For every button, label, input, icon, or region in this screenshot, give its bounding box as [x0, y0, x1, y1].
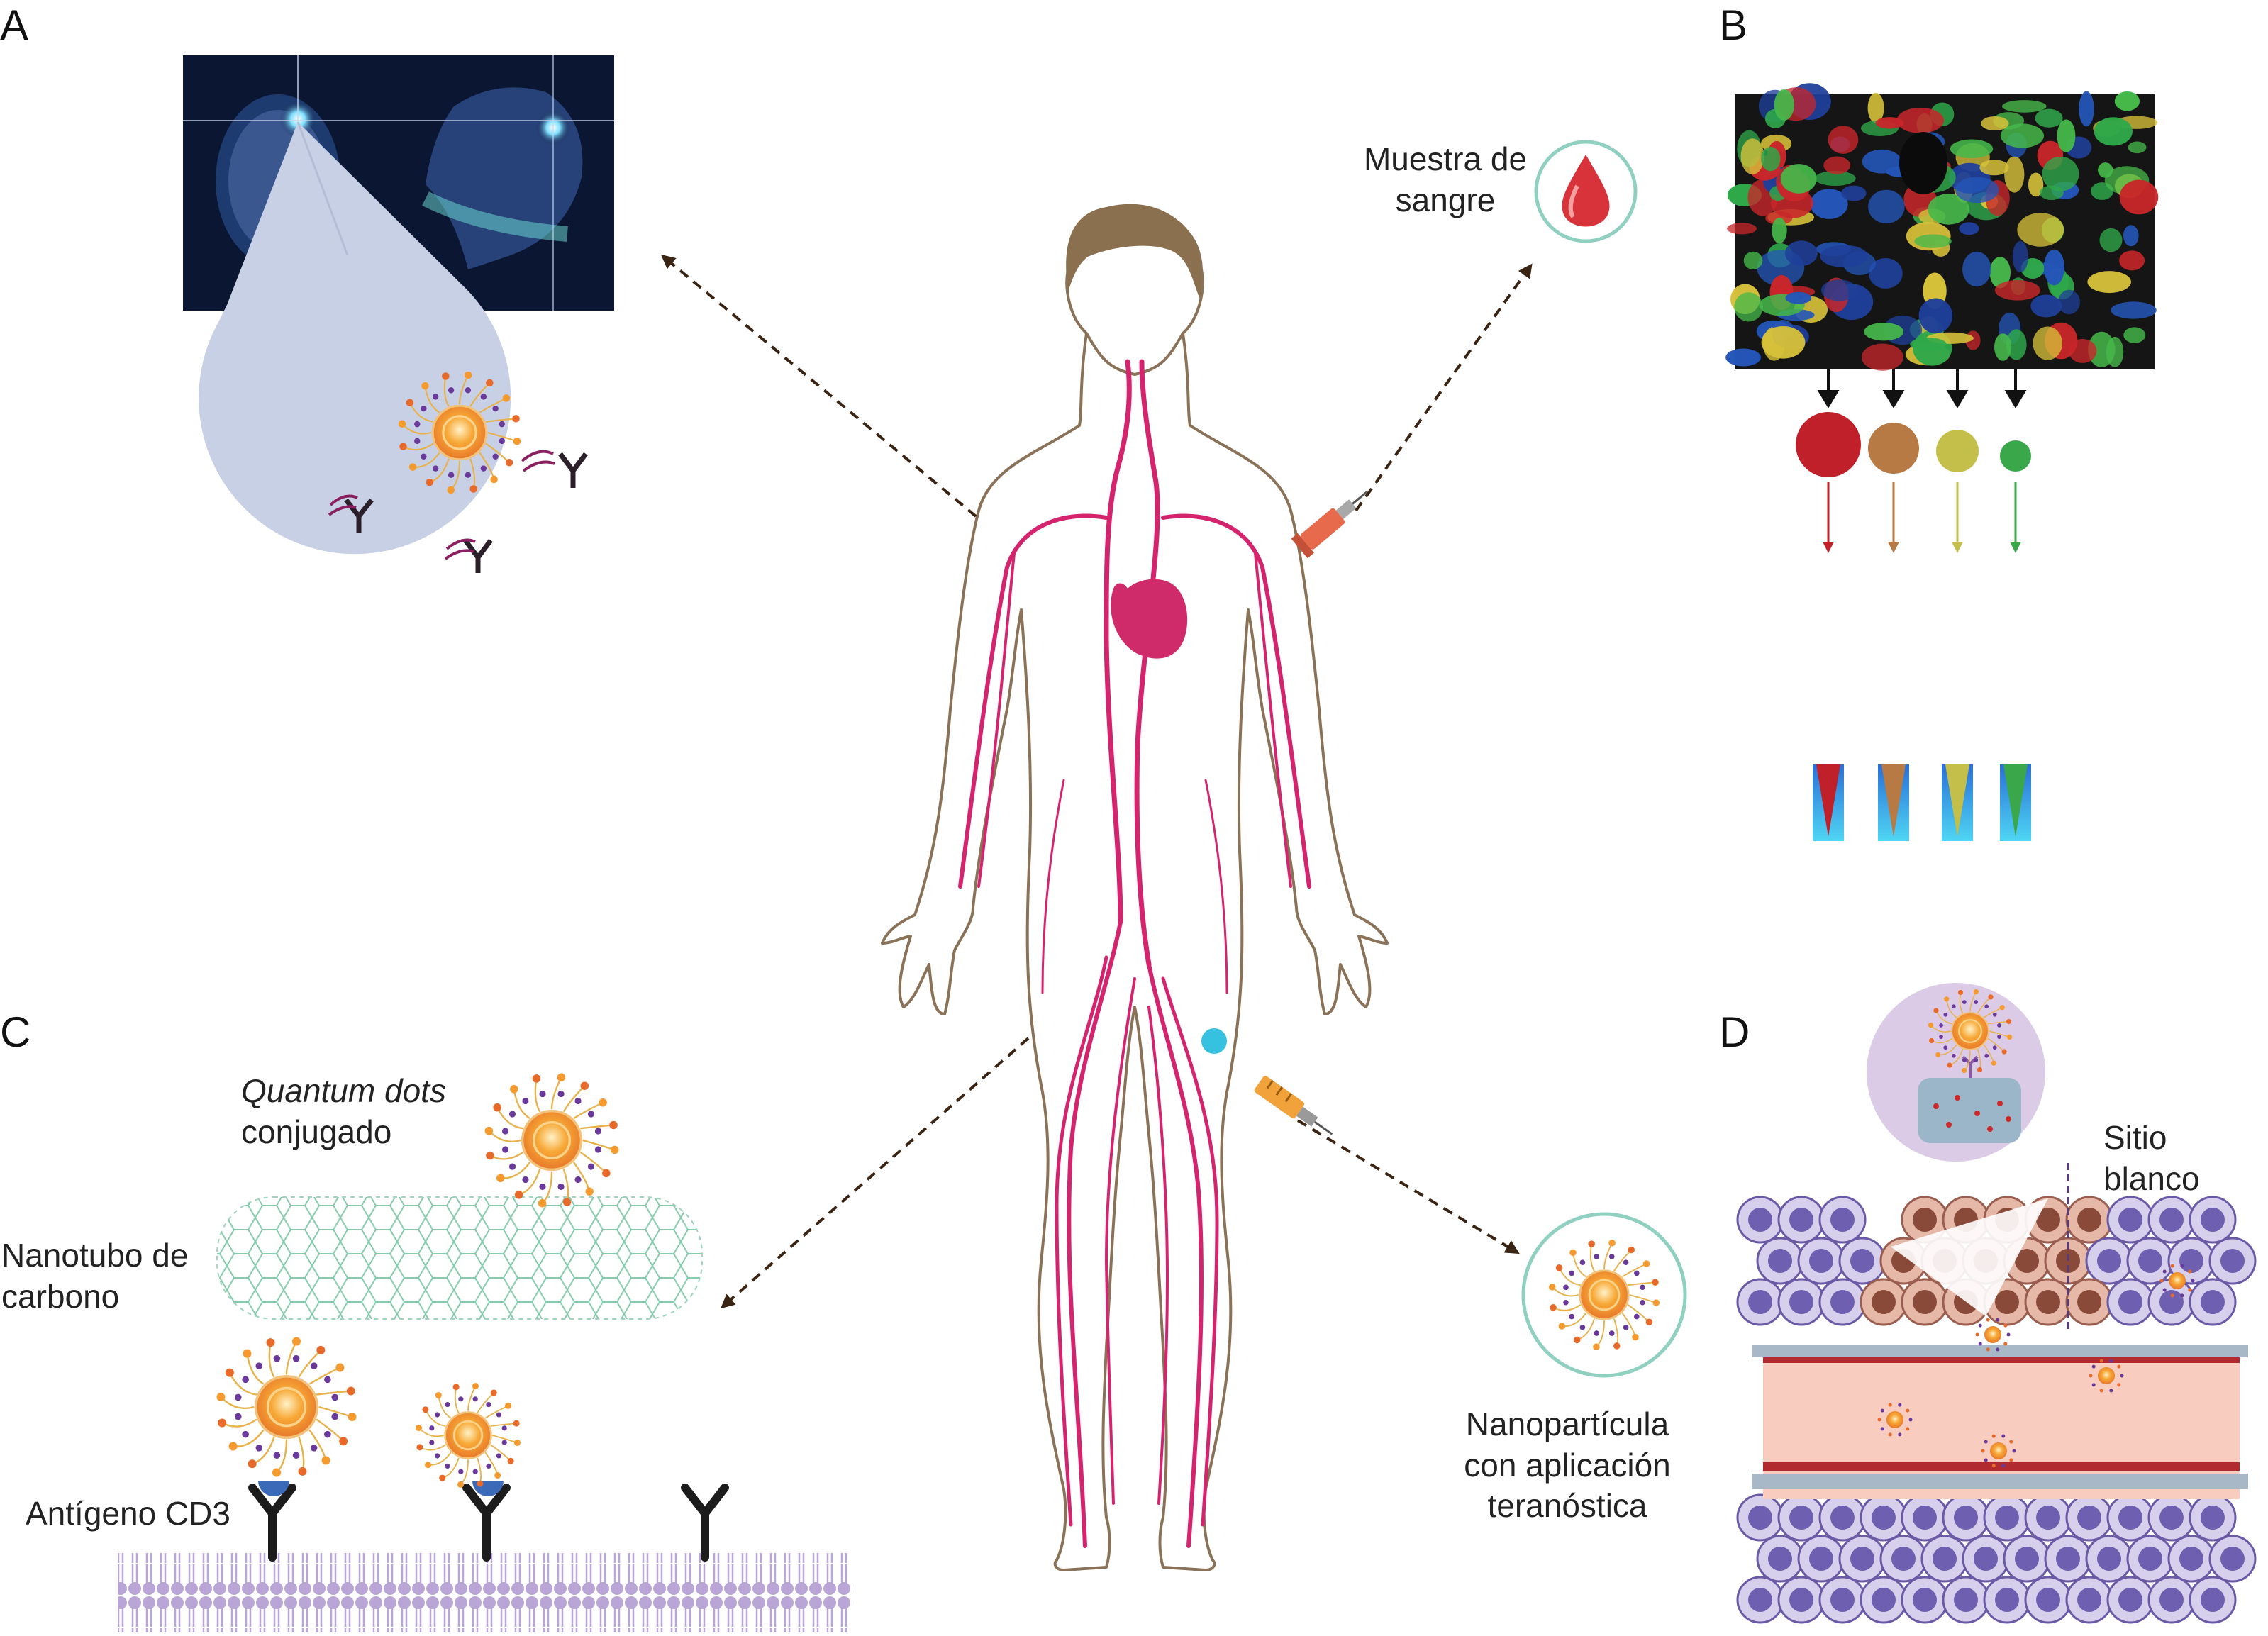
panel-label-d: D — [1719, 1008, 1750, 1056]
blood-drop-icon — [1534, 140, 1638, 243]
brown-marker-circle — [1868, 423, 1919, 474]
carbon-nanotube — [216, 1196, 703, 1320]
nanoparticle-line-3: teranóstica — [1487, 1487, 1647, 1524]
circulating-nanoparticles — [1877, 1264, 2195, 1468]
marker-arrows — [1823, 482, 2021, 553]
target-site-line-2: blanco — [2103, 1159, 2200, 1197]
quantum-dots-line-1: Quantum dots — [241, 1072, 446, 1109]
conjugated-nanoparticle-2 — [416, 1383, 521, 1488]
syringe-icon-2 — [1254, 1076, 1333, 1135]
dashed-arrows — [660, 254, 1533, 1309]
blood-sample-label: Muestra de sangre — [1355, 139, 1536, 221]
green-marker-circle — [2000, 440, 2031, 472]
conjugated-nanoparticle-1 — [216, 1337, 357, 1477]
quantum-dot-nanoparticle — [484, 1073, 619, 1208]
nanotube-line-1: Nanotubo de — [1, 1237, 189, 1274]
quantum-dots-line-2: conjugado — [241, 1113, 392, 1150]
red-marker-circle — [1796, 412, 1861, 477]
target-site-label: Sitio blanco — [2103, 1118, 2200, 1199]
cd3-antibodies — [248, 1484, 729, 1562]
nanotube-line-2: carbono — [1, 1277, 120, 1315]
cell-membrane — [118, 1553, 852, 1632]
nanotube-label: Nanotubo de carbono — [1, 1235, 188, 1317]
stained-cells — [1725, 83, 2159, 371]
nanoparticle-icon — [398, 371, 521, 494]
panel-a-group — [183, 55, 614, 555]
blood-vessel-section — [1752, 1345, 2248, 1499]
blood-sample-line-1: Muestra de — [1363, 140, 1528, 177]
zoomed-nanoparticle — [1928, 989, 2013, 1074]
antigen-label: Antígeno CD3 — [26, 1495, 230, 1532]
nanoparticle-label: Nanopartícula con aplicación teranóstica — [1447, 1404, 1688, 1527]
magnification-lens — [199, 122, 511, 555]
tissue-cells — [1736, 1196, 2257, 1624]
panel-label-b: B — [1719, 1, 1748, 49]
injection-site — [1201, 1028, 1227, 1054]
intensity-bars — [1813, 764, 2031, 841]
color-separation-arrows — [1817, 369, 2027, 408]
panel-label-c: C — [0, 1008, 31, 1056]
human-body — [881, 211, 1389, 1571]
quantum-dots-label: Quantum dots conjugado — [241, 1071, 446, 1152]
heart-icon — [1111, 579, 1188, 659]
nanoparticle-line-2: con aplicación — [1464, 1446, 1671, 1484]
nanoparticle-line-1: Nanopartícula — [1465, 1406, 1669, 1442]
drug-container — [1918, 1055, 2021, 1143]
blood-sample-line-2: sangre — [1395, 181, 1496, 218]
target-site-line-1: Sitio — [2103, 1119, 2167, 1156]
theranostic-nanoparticle — [1548, 1239, 1660, 1351]
yellow-marker-circle — [1936, 430, 1979, 472]
panel-label-a: A — [0, 1, 29, 49]
hair — [1066, 204, 1202, 299]
blood-vessels — [958, 359, 1311, 1548]
syringe-icon — [1291, 491, 1368, 559]
